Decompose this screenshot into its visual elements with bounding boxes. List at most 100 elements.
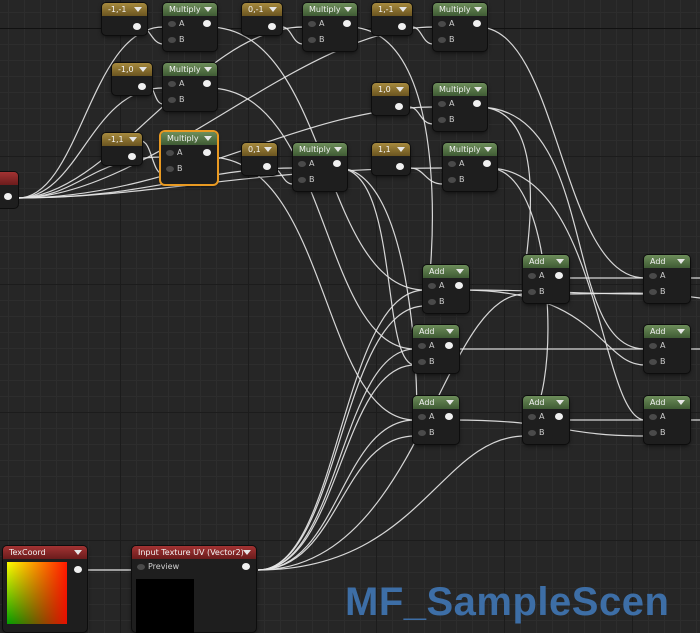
collapse-arrow-icon[interactable] (344, 7, 352, 12)
constant-node[interactable]: 1,-1 (372, 3, 412, 35)
input-pin-a[interactable] (168, 21, 176, 27)
input-pin-b[interactable] (166, 166, 174, 172)
input-pin-b[interactable] (649, 289, 657, 295)
add-node[interactable]: Add A B (523, 255, 569, 303)
output-pin[interactable] (398, 23, 406, 30)
multiply-node[interactable]: Multiply A B (163, 63, 217, 111)
offscreen-input-node[interactable] (0, 172, 18, 208)
constant-node[interactable]: 0,-1 (242, 3, 282, 35)
input-pin-b[interactable] (298, 177, 306, 183)
input-pin-b[interactable] (528, 430, 536, 436)
collapse-arrow-icon[interactable] (474, 7, 482, 12)
collapse-arrow-icon[interactable] (396, 87, 404, 92)
output-pin[interactable] (263, 163, 271, 170)
input-pin-a[interactable] (649, 343, 657, 349)
collapse-arrow-icon[interactable] (399, 7, 407, 12)
output-pin[interactable] (473, 100, 481, 107)
input-pin-a[interactable] (528, 414, 536, 420)
output-pin[interactable] (138, 83, 146, 90)
add-node[interactable]: Add A B (644, 325, 690, 373)
constant-node[interactable]: 0,1 (242, 143, 277, 175)
constant-node[interactable]: -1,1 (102, 133, 142, 165)
collapse-arrow-icon[interactable] (556, 400, 564, 405)
input-pin-a[interactable] (418, 343, 426, 349)
output-pin[interactable] (343, 20, 351, 27)
input-pin-a[interactable] (166, 150, 174, 156)
input-pin-a[interactable] (438, 21, 446, 27)
input-pin-b[interactable] (649, 359, 657, 365)
collapse-arrow-icon[interactable] (474, 87, 482, 92)
input-pin-a[interactable] (168, 81, 176, 87)
output-pin[interactable] (203, 20, 211, 27)
input-pin-a[interactable] (448, 161, 456, 167)
input-pin-b[interactable] (418, 430, 426, 436)
constant-node[interactable]: -1,0 (112, 63, 152, 95)
collapse-arrow-icon[interactable] (204, 136, 212, 141)
input-pin-a[interactable] (308, 21, 316, 27)
add-node[interactable]: Add A B (523, 396, 569, 444)
input-pin-a[interactable] (298, 161, 306, 167)
add-node[interactable]: Add A B (413, 396, 459, 444)
collapse-arrow-icon[interactable] (334, 147, 342, 152)
input-texture-uv-node[interactable]: Input Texture UV (Vector2) Preview (132, 546, 256, 633)
multiply-node[interactable]: Multiply A B (293, 143, 347, 191)
output-pin[interactable] (4, 193, 12, 200)
input-pin-b[interactable] (168, 37, 176, 43)
constant-node[interactable]: 1,1 (372, 143, 410, 175)
multiply-node[interactable]: Multiply A B (443, 143, 497, 191)
add-node[interactable]: Add A B (413, 325, 459, 373)
input-pin-b[interactable] (168, 97, 176, 103)
input-pin-b[interactable] (528, 289, 536, 295)
multiply-node[interactable]: Multiply A B (303, 3, 357, 51)
input-pin-b[interactable] (308, 37, 316, 43)
input-pin-a[interactable] (528, 273, 536, 279)
collapse-arrow-icon[interactable] (484, 147, 492, 152)
collapse-arrow-icon[interactable] (677, 329, 685, 334)
collapse-arrow-icon[interactable] (204, 7, 212, 12)
multiply-node-selected[interactable]: Multiply A B (161, 132, 217, 184)
output-pin[interactable] (555, 272, 563, 279)
multiply-node[interactable]: Multiply A B (433, 3, 487, 51)
input-pin-a[interactable] (438, 101, 446, 107)
constant-node[interactable]: -1,-1 (102, 3, 147, 35)
collapse-arrow-icon[interactable] (677, 259, 685, 264)
constant-node[interactable]: 1,0 (372, 83, 409, 115)
input-pin-b[interactable] (649, 430, 657, 436)
collapse-arrow-icon[interactable] (446, 400, 454, 405)
preview-input-pin[interactable] (137, 564, 145, 570)
output-pin[interactable] (203, 149, 211, 156)
output-pin[interactable] (455, 282, 463, 289)
output-pin[interactable] (396, 163, 404, 170)
input-pin-b[interactable] (438, 117, 446, 123)
collapse-arrow-icon[interactable] (139, 67, 147, 72)
output-pin[interactable] (268, 23, 276, 30)
collapse-arrow-icon[interactable] (129, 137, 137, 142)
multiply-node[interactable]: Multiply A B (433, 83, 487, 131)
output-pin[interactable] (473, 20, 481, 27)
output-pin[interactable] (128, 153, 136, 160)
output-pin[interactable] (445, 342, 453, 349)
collapse-arrow-icon[interactable] (264, 147, 272, 152)
collapse-arrow-icon[interactable] (204, 67, 212, 72)
output-pin[interactable] (483, 160, 491, 167)
add-node[interactable]: Add A B (423, 265, 469, 313)
output-pin[interactable] (242, 563, 250, 570)
output-pin[interactable] (555, 413, 563, 420)
input-pin-a[interactable] (649, 273, 657, 279)
texcoord-node[interactable]: TexCoord (3, 546, 87, 632)
output-pin[interactable] (333, 160, 341, 167)
input-pin-b[interactable] (448, 177, 456, 183)
input-pin-a[interactable] (428, 283, 436, 289)
input-pin-b[interactable] (418, 359, 426, 365)
collapse-arrow-icon[interactable] (269, 7, 277, 12)
add-node[interactable]: Add A B (644, 396, 690, 444)
input-pin-a[interactable] (418, 414, 426, 420)
collapse-arrow-icon[interactable] (456, 269, 464, 274)
output-pin[interactable] (395, 103, 403, 110)
collapse-arrow-icon[interactable] (446, 329, 454, 334)
collapse-arrow-icon[interactable] (243, 550, 251, 555)
multiply-node[interactable]: Multiply A B (163, 3, 217, 51)
output-pin[interactable] (133, 23, 141, 30)
add-node[interactable]: Add A B (644, 255, 690, 303)
collapse-arrow-icon[interactable] (74, 550, 82, 555)
